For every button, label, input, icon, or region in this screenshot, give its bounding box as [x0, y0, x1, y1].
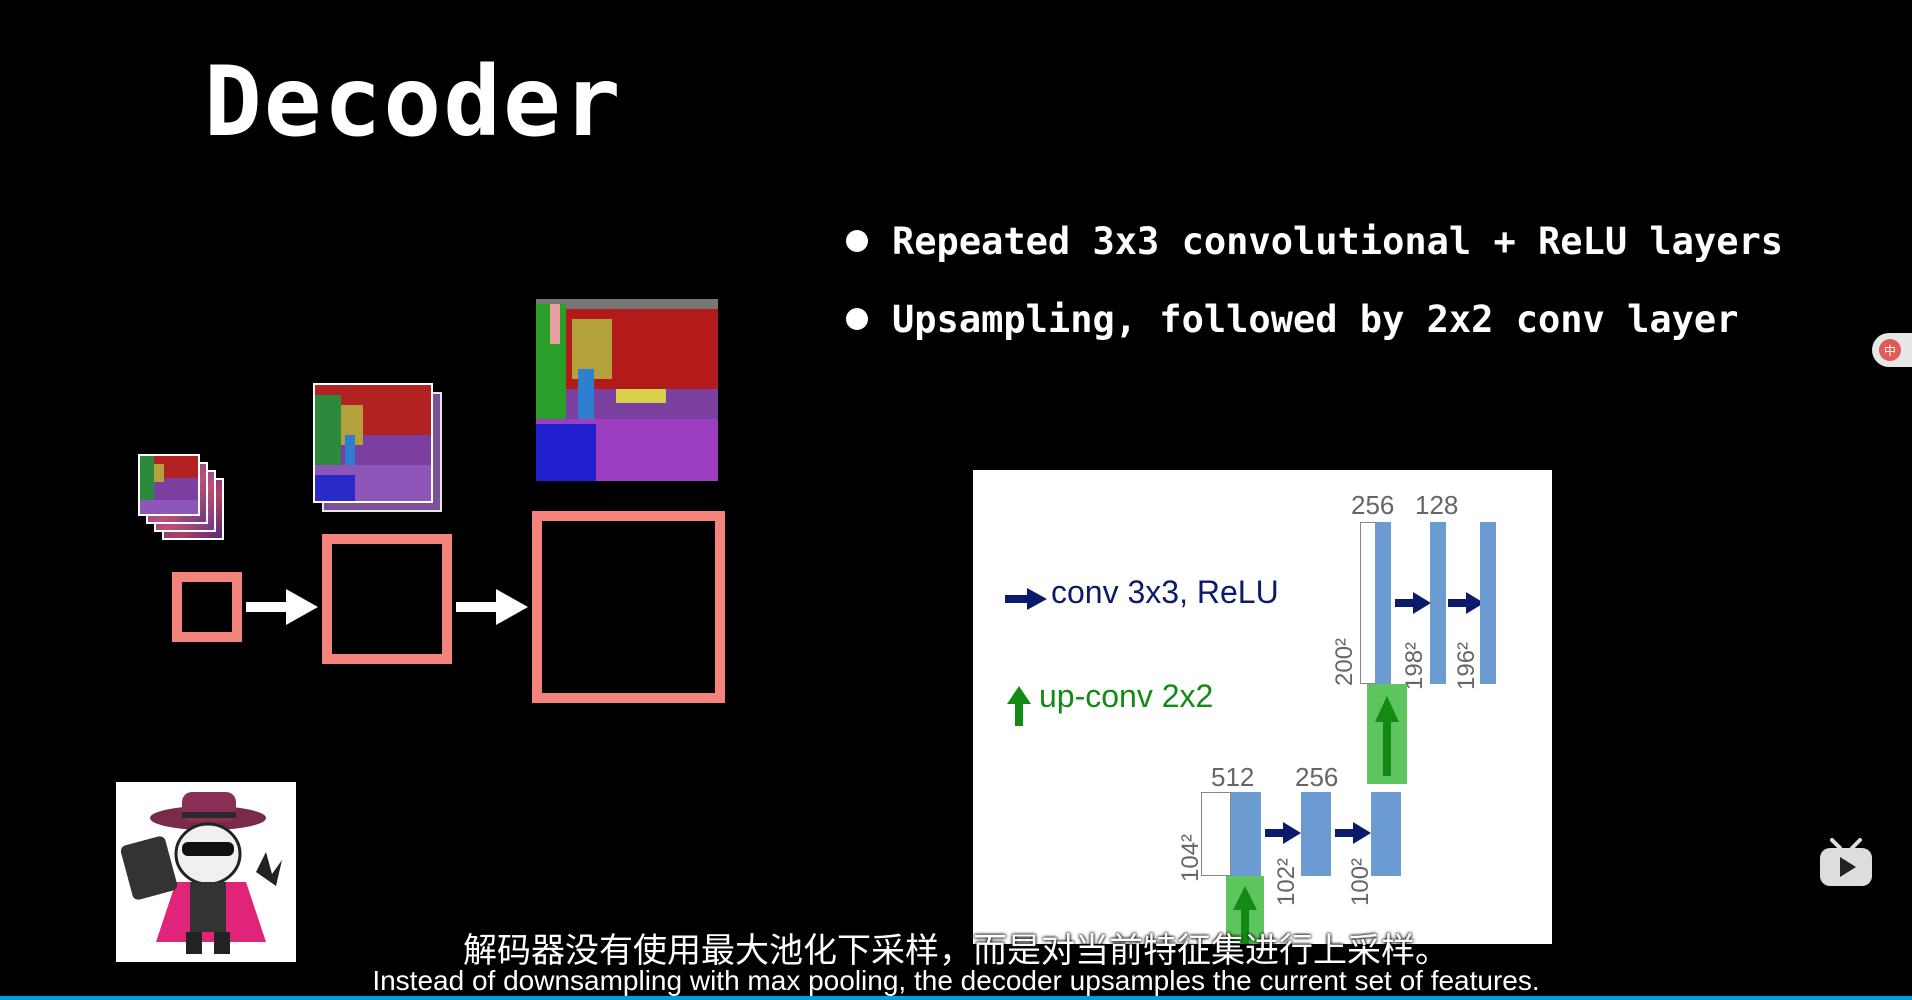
- spatial-size-196: 196²: [1453, 641, 1480, 690]
- channel-label-256-bottom: 256: [1295, 762, 1339, 792]
- feature-bar: [1301, 792, 1331, 876]
- feature-bar: [1480, 522, 1496, 684]
- feature-bar: [1430, 522, 1446, 684]
- arrow-right-icon: [456, 589, 528, 629]
- slide-title: Decoder: [204, 46, 623, 158]
- legend-conv-label: conv 3x3, ReLU: [1051, 574, 1279, 610]
- conv-arrow-icon: [1448, 592, 1484, 618]
- subtitle-english: Instead of downsampling with max pooling…: [372, 965, 1540, 996]
- channel-label-256-top: 256: [1351, 490, 1395, 520]
- spatial-size-104: 104²: [1177, 833, 1204, 882]
- spatial-size-102: 102²: [1273, 857, 1300, 906]
- bullet-dot: [846, 308, 868, 330]
- small-feature-stack: [138, 454, 242, 558]
- bilibili-play-icon[interactable]: [1818, 836, 1874, 888]
- bullet-item-2: Upsampling, followed by 2x2 conv layer: [846, 294, 1738, 344]
- small-feature-box: [172, 572, 242, 642]
- large-feature-box: [532, 511, 725, 703]
- unet-decoder-diagram: conv 3x3, ReLU up-conv 2x2 256 128 200² …: [973, 470, 1552, 944]
- bullet-dot: [846, 230, 868, 252]
- channel-label-512: 512: [1211, 762, 1255, 792]
- video-progress-fill: [0, 996, 1912, 1000]
- concat-feature-bar: [1201, 792, 1231, 876]
- upconv-arrow-icon: [1007, 686, 1031, 730]
- upconv-connector: [1367, 684, 1407, 784]
- translate-icon[interactable]: 中: [1872, 333, 1912, 367]
- feature-bar: [1231, 792, 1261, 876]
- spatial-size-198: 198²: [1401, 641, 1428, 690]
- legend-upconv-label: up-conv 2x2: [1039, 678, 1214, 714]
- bullet-text: Repeated 3x3 convolutional + ReLU layers: [892, 219, 1784, 263]
- subtitle-chinese: 解码器没有使用最大池化下采样，而是对当前特征集进行上采样。: [463, 931, 1449, 971]
- medium-feature-box: [322, 534, 452, 664]
- mascot-avatar: [116, 782, 296, 962]
- conv-arrow-icon: [1265, 822, 1301, 848]
- feature-bar: [1375, 522, 1391, 684]
- large-segmentation-thumbnail: [536, 299, 718, 481]
- conv-arrow-icon: [1335, 822, 1371, 848]
- svg-text:中: 中: [1884, 343, 1896, 358]
- channel-label-128: 128: [1415, 490, 1459, 520]
- feature-bar: [1371, 792, 1401, 876]
- arrow-right-icon: [246, 589, 318, 629]
- small-segmentation-thumbnail: [138, 454, 200, 516]
- spatial-size-100: 100²: [1347, 857, 1374, 906]
- conv-arrow-icon: [1395, 592, 1431, 618]
- bullet-text: Upsampling, followed by 2x2 conv layer: [892, 297, 1739, 341]
- upconv-connector: [1226, 876, 1264, 944]
- video-progress-bar[interactable]: [0, 996, 1912, 1000]
- spatial-size-200: 200²: [1331, 637, 1358, 686]
- conv-arrow-icon: [1005, 588, 1047, 614]
- concat-feature-bar: [1360, 522, 1376, 684]
- medium-segmentation-thumbnail: [313, 383, 433, 503]
- bullet-item-1: Repeated 3x3 convolutional + ReLU layers: [846, 216, 1783, 266]
